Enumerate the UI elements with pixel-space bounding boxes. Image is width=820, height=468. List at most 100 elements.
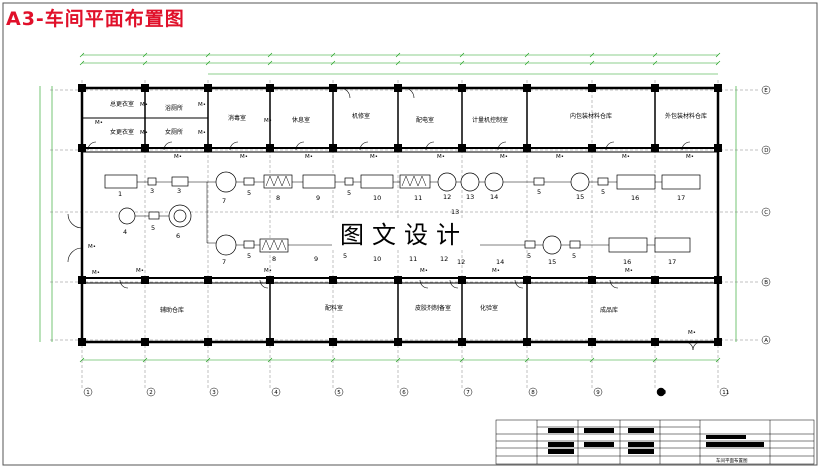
structural-column xyxy=(204,276,212,284)
equipment-number: 15 xyxy=(548,258,556,266)
structural-column xyxy=(266,338,274,346)
dimension-tick xyxy=(652,52,658,58)
equipment-number: 5 xyxy=(601,188,605,196)
equipment-number: 3 xyxy=(150,187,154,195)
dimension-tick xyxy=(589,52,595,58)
axis-bubble xyxy=(399,387,409,397)
axis-bubble xyxy=(528,387,538,397)
door-mark: M• xyxy=(437,154,445,160)
dimension-tick xyxy=(330,52,336,58)
structural-column xyxy=(78,276,86,284)
structural-column xyxy=(204,84,212,92)
room-label: 休息室 xyxy=(292,116,310,124)
axis-letter: C xyxy=(764,210,768,216)
room-label: 总更衣室 xyxy=(110,100,134,108)
equipment-number: 5 xyxy=(347,189,351,197)
equipment-number: 12 xyxy=(443,193,451,201)
structural-column xyxy=(651,338,659,346)
equipment-number: 11 xyxy=(414,194,422,202)
door-mark: M• xyxy=(370,154,378,160)
door-mark: M• xyxy=(198,102,206,108)
dimension-tick xyxy=(652,60,658,66)
axis-letter: D xyxy=(764,148,768,154)
structural-column xyxy=(394,144,402,152)
dimension-tick xyxy=(524,60,530,66)
structural-column xyxy=(523,144,531,152)
structural-column xyxy=(141,144,149,152)
structural-column xyxy=(523,276,531,284)
door-mark: M• xyxy=(556,154,564,160)
equipment-mid xyxy=(118,182,226,244)
door-mark: M• xyxy=(140,130,148,136)
room-label: 浴厕所 xyxy=(165,104,183,112)
page-title: A3-车间平面布置图 xyxy=(6,8,185,30)
structural-column xyxy=(714,84,722,92)
equipment-line-1 xyxy=(104,171,701,193)
door-mark: M• xyxy=(420,268,428,274)
structural-column xyxy=(651,84,659,92)
equipment-number: 1 xyxy=(118,190,122,198)
equipment-number: 7 xyxy=(222,258,226,266)
dimension-tick xyxy=(459,52,465,58)
structural-column xyxy=(523,338,531,346)
dimension-tick xyxy=(715,60,721,66)
axis-number: 3 xyxy=(212,390,216,396)
equipment-number: 8 xyxy=(276,194,280,202)
structural-column xyxy=(588,276,596,284)
room-labels: 总更衣室 浴厕所 女更衣室 女厕所 消毒室 休息室 机修室 配电室 计量机控制室… xyxy=(110,100,707,314)
door-mark: M• xyxy=(264,268,272,274)
structural-column xyxy=(266,84,274,92)
structural-column xyxy=(141,84,149,92)
structural-column xyxy=(394,84,402,92)
structural-column xyxy=(329,338,337,346)
door-mark: M• xyxy=(140,102,148,108)
axis-bubble xyxy=(761,277,771,287)
equipment-number: 11 xyxy=(409,255,417,263)
room-label: 化验室 xyxy=(480,304,498,312)
equipment-numbers: 1 3 3 7 5 8 9 5 10 11 12 13 14 5 15 5 16… xyxy=(118,187,685,266)
watermark-box xyxy=(332,218,480,250)
equipment-number: 5 xyxy=(151,224,155,232)
equipment-number: 9 xyxy=(314,255,318,263)
structural-column xyxy=(78,338,86,346)
doors xyxy=(67,87,702,351)
structural-column xyxy=(204,144,212,152)
dimension-tick xyxy=(589,60,595,66)
equipment-spring-hatch-2 xyxy=(261,239,287,251)
structural-column xyxy=(714,338,722,346)
equipment-number: 5 xyxy=(572,252,576,260)
equipment-number: 12 xyxy=(457,258,465,266)
equipment-number: 12 xyxy=(440,255,448,263)
equipment-number: 7 xyxy=(222,197,226,205)
equipment-number: 9 xyxy=(316,194,320,202)
axis-bubble xyxy=(761,145,771,155)
door-mark: M• xyxy=(688,330,696,336)
room-label: 计量机控制室 xyxy=(472,116,508,124)
equipment-number: 13 xyxy=(451,208,459,216)
dimension-tick xyxy=(79,52,85,58)
door-mark: M• xyxy=(174,154,182,160)
equipment-number: 13 xyxy=(466,193,474,201)
dimension-tick xyxy=(205,52,211,58)
structural-column xyxy=(458,84,466,92)
room-label: 皮胶剂制备室 xyxy=(415,304,451,312)
axis-number: 10 xyxy=(659,390,666,396)
structural-column xyxy=(523,84,531,92)
structural-column xyxy=(714,144,722,152)
structural-column xyxy=(394,338,402,346)
door-mark: M• xyxy=(198,130,206,136)
door-mark: M• xyxy=(240,154,248,160)
equipment-line-2 xyxy=(215,234,691,256)
structural-column xyxy=(458,276,466,284)
dimension-tick xyxy=(267,60,273,66)
structural-column xyxy=(651,144,659,152)
structural-column xyxy=(78,144,86,152)
door-mark: M• xyxy=(622,154,630,160)
axis-number: 5 xyxy=(337,390,341,396)
axis-bubble xyxy=(761,207,771,217)
dimension-tick xyxy=(524,52,530,58)
axis-bubble xyxy=(593,387,603,397)
equipment-number: 4 xyxy=(123,228,127,236)
axis-bubble xyxy=(463,387,473,397)
axis-lines xyxy=(50,89,760,341)
